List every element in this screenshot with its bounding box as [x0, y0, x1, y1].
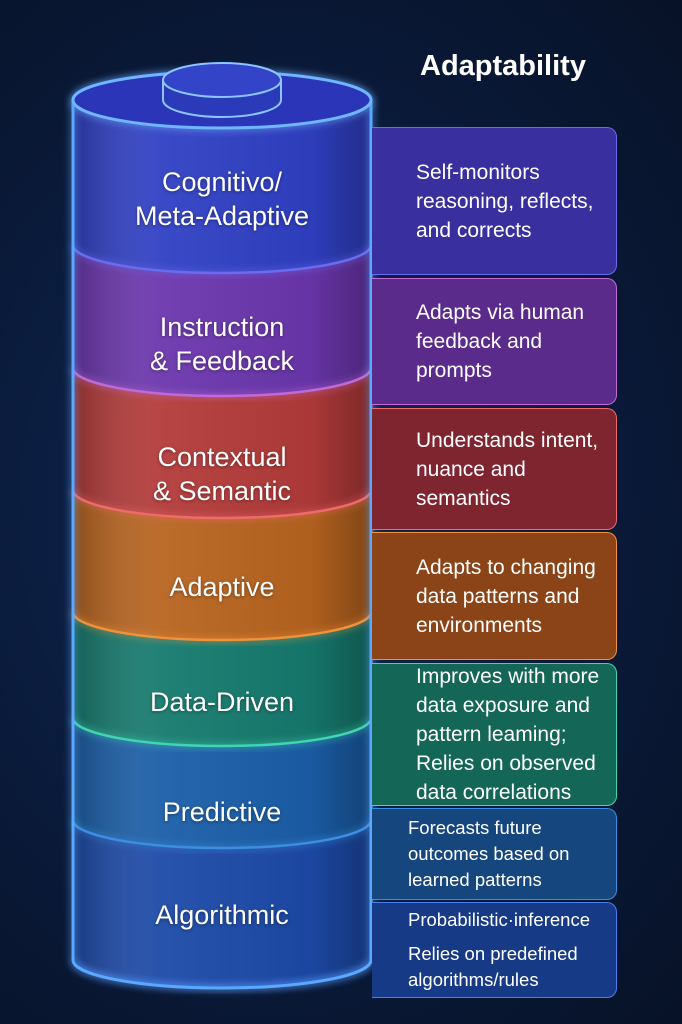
description-box-1: Self-monitors reasoning, reflects, and c…: [372, 127, 617, 275]
description-text: Forecasts future outcomes based on learn…: [408, 817, 570, 890]
cylinder-top-cap: [71, 62, 373, 130]
description-text: Probabilistic·inference: [408, 909, 591, 930]
layer-label-5: Data-Driven: [73, 685, 371, 719]
layer-shading: [73, 820, 371, 988]
layer-label-6: Predictive: [73, 795, 371, 829]
description-text: Adapts to changing data patterns and env…: [416, 555, 596, 637]
diagram-title: Adaptability: [420, 50, 586, 82]
description-box-3: Understands intent, nuance and semantics: [372, 408, 617, 530]
layer-shading: [73, 490, 371, 640]
layer-shading: [73, 245, 371, 396]
description-text: Understands intent, nuance and semantics: [416, 428, 599, 510]
layer-label-1: Cognitivo/Meta-Adaptive: [73, 165, 371, 233]
layer-shading: [73, 612, 371, 746]
layer-label-line: Cognitivo/: [161, 167, 283, 197]
layer-label-line: Meta-Adaptive: [134, 201, 310, 231]
layer-boundary-line: [71, 819, 373, 850]
layer-label-line: & Semantic: [152, 476, 292, 506]
description-text: Improves with more data exposure and pat…: [416, 665, 600, 804]
layer-label-2: Instruction & Feedback: [73, 310, 371, 378]
layer-boundary-line: [71, 717, 373, 748]
layer-label-4: Adaptive: [73, 570, 371, 604]
layer-label-line: Instruction: [159, 312, 285, 342]
cylinder-outline: [71, 100, 373, 990]
layer-boundary-line: [71, 367, 373, 398]
layer-label-line: Algorithmic: [155, 900, 289, 930]
layer-label-line: & Feedback: [149, 346, 295, 376]
layer-label-line: Predictive: [162, 797, 282, 827]
description-box-4: Adapts to changing data patterns and env…: [372, 532, 617, 660]
layer-label-7: Algorithmic: [73, 898, 371, 932]
description-text: Relies on predefined algorithms/rules: [408, 943, 578, 990]
layer-boundary-line: [71, 611, 373, 642]
description-text: Self-monitors reasoning, reflects, and c…: [416, 160, 594, 242]
layer-label-line: Data-Driven: [149, 687, 295, 717]
layer-label-line: Contextual: [157, 442, 287, 472]
description-box-6: Forecasts future outcomes based on learn…: [372, 808, 617, 900]
layer-boundary-line: [71, 244, 373, 275]
description-text: Adapts via human feedback and prompts: [416, 301, 585, 382]
layer-shading: [73, 100, 371, 273]
description-box-2: Adapts via human feedback and prompts: [372, 278, 617, 405]
layer-shading: [73, 368, 371, 518]
description-box-5: Improves with more data exposure and pat…: [372, 663, 617, 806]
layer-boundary-line: [71, 489, 373, 520]
layer-label-3: Contextual & Semantic: [73, 440, 371, 508]
layer-label-line: Adaptive: [169, 572, 275, 602]
layer-shading: [73, 718, 371, 848]
